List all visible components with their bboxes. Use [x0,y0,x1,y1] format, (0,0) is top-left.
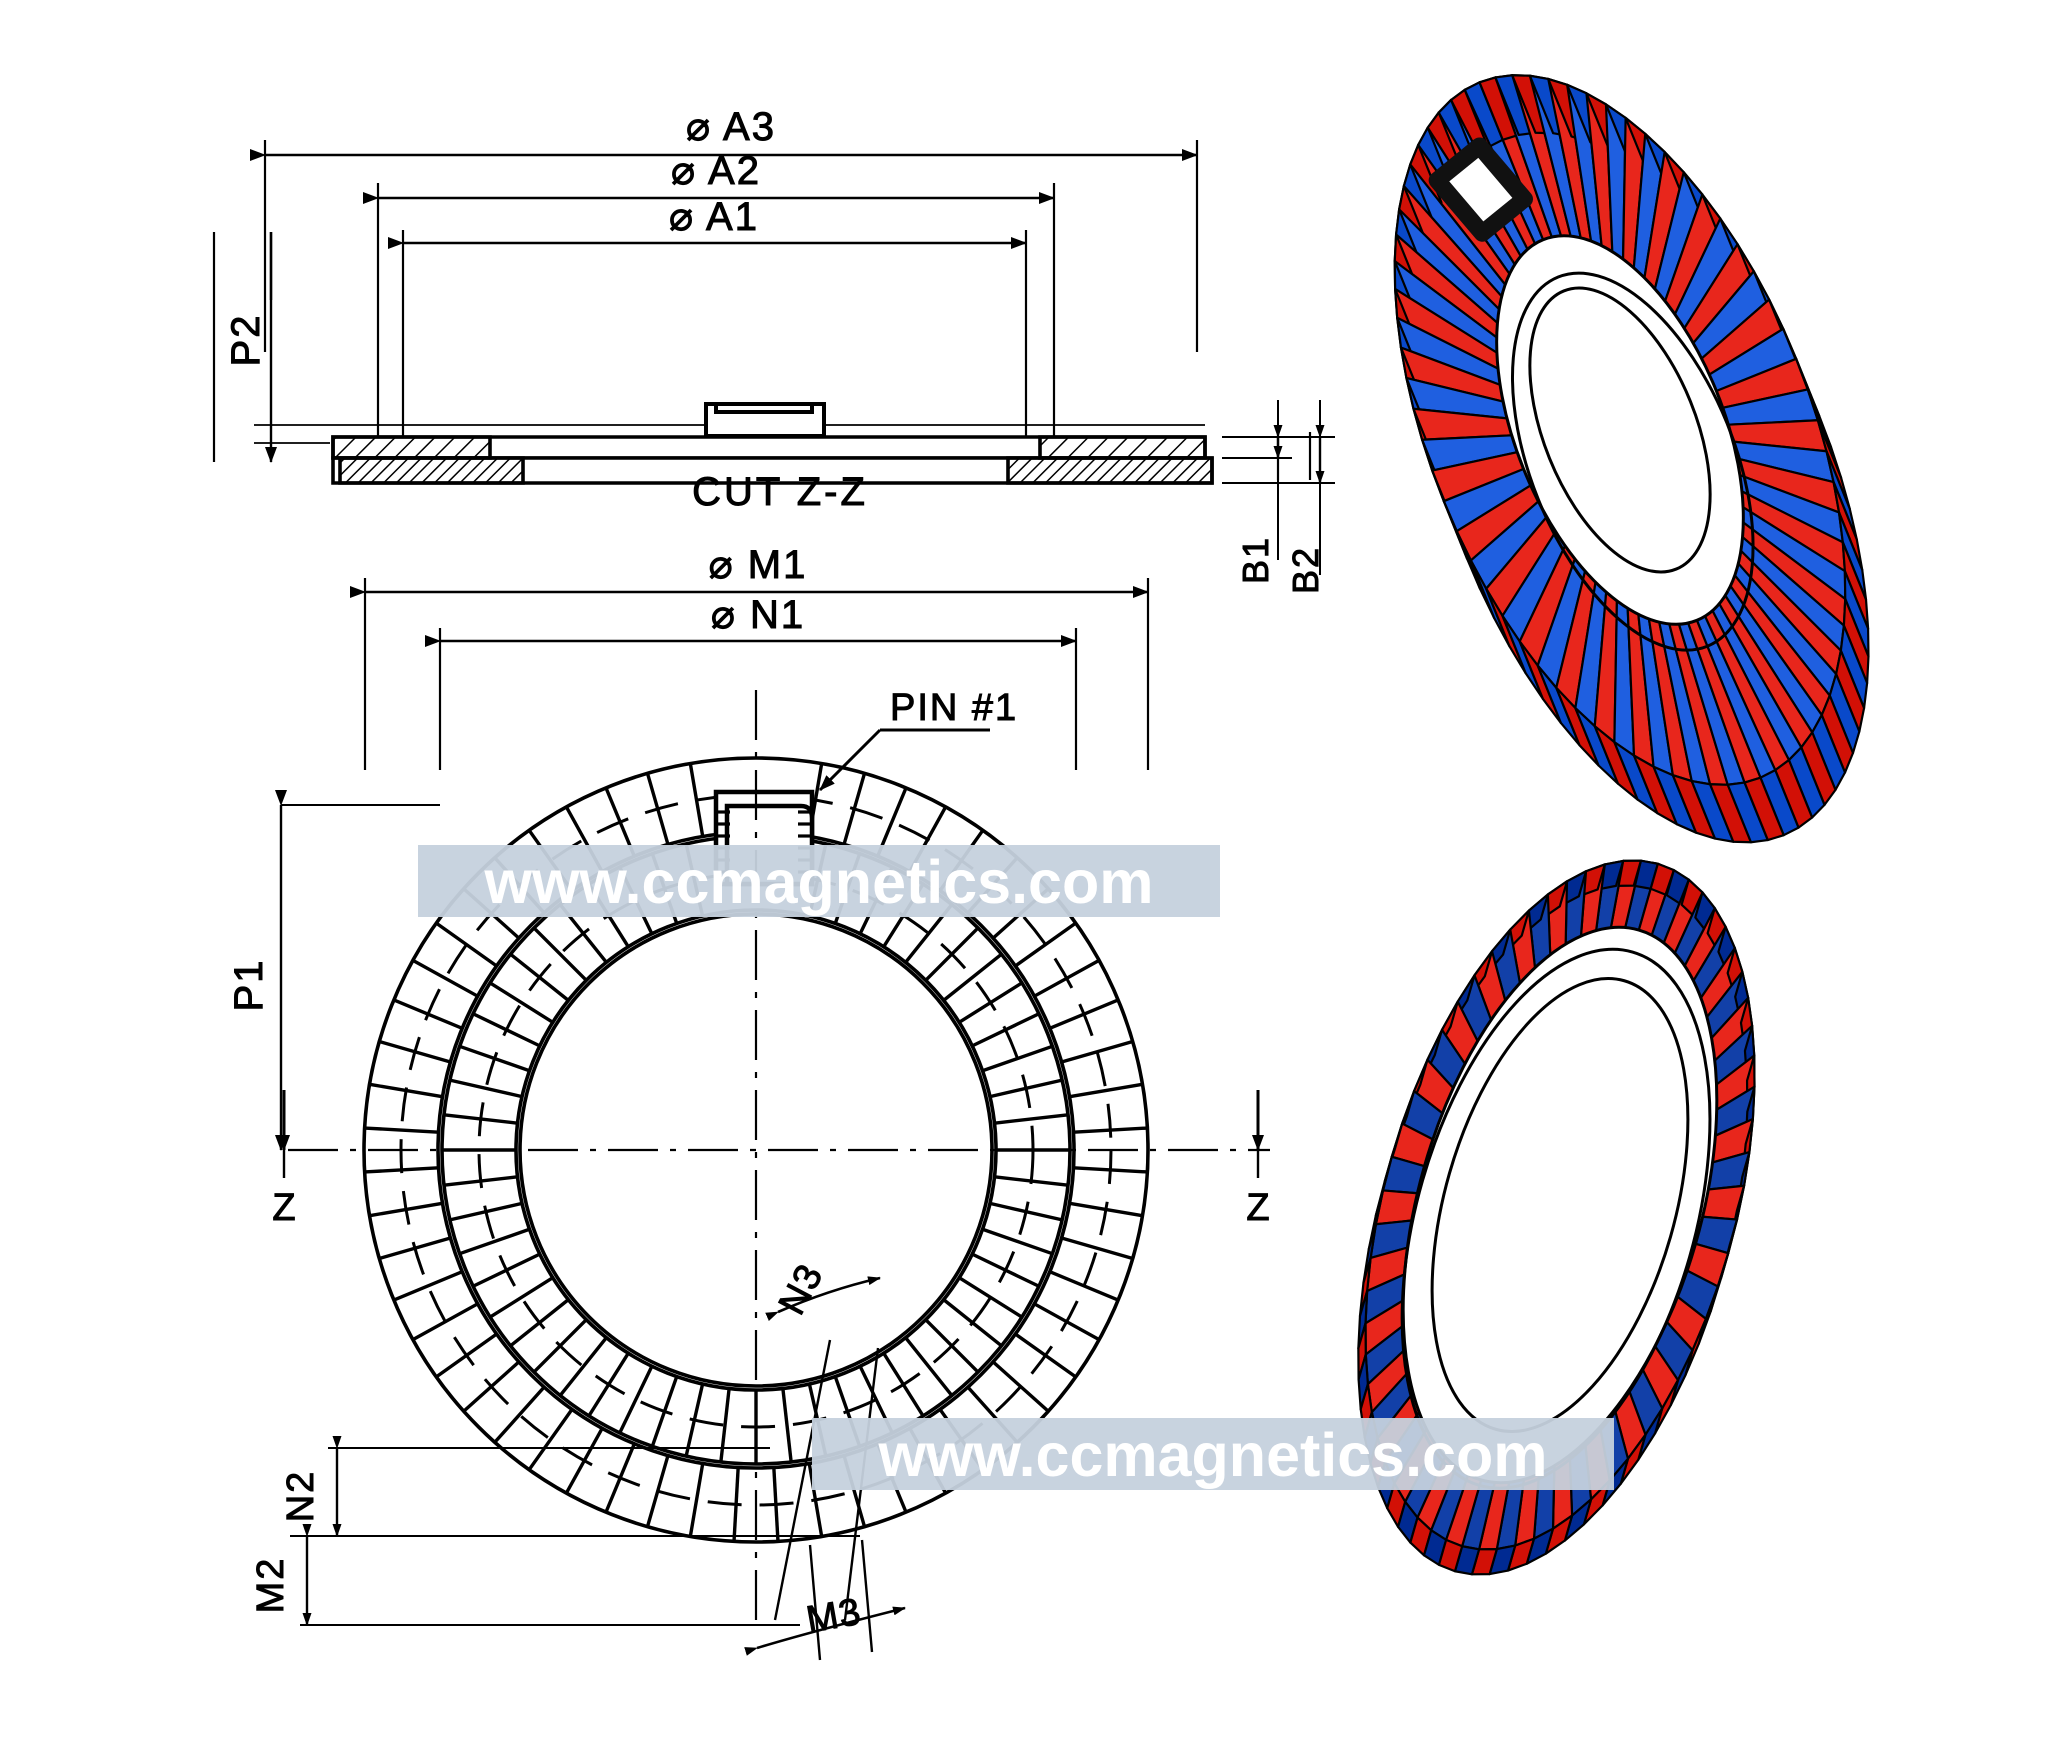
watermark-band [418,845,1220,917]
section-mark-right: Z [1246,1090,1270,1230]
dim-N2: N2 [280,1436,342,1537]
watermark-band [812,1418,1614,1490]
dim-B2: B2 [1285,400,1327,595]
pin1-marker: PIN #1 [713,687,1018,887]
dim-M3: M3 [744,1539,906,1661]
dim-M1-label: ⌀ M1 [709,543,808,587]
dim-N2-label: N2 [280,1470,322,1523]
dim-P2-label: P2 [224,314,268,367]
dim-B2-label: B2 [1285,546,1326,594]
render-top [1393,74,1870,844]
watermark-text: www.ccmagnetics.com [878,1421,1548,1489]
pin1-label: PIN #1 [890,687,1018,729]
dim-P1-label: P1 [227,959,271,1012]
dim-P2: P2 [224,232,277,463]
watermark-1: www.ccmagnetics.com [418,845,1220,917]
dim-N1: ⌀ N1 [425,593,1077,647]
section-view: ⌀ A3 ⌀ A2 ⌀ A1 P2 [212,105,1335,595]
section-caption: CUT Z-Z [692,470,868,514]
section-plate [331,435,1214,485]
watermark-2: www.ccmagnetics.com [812,1418,1614,1490]
dim-M1: ⌀ M1 [350,543,1149,598]
section-boss [704,402,826,438]
dim-B1-label: B1 [1235,536,1276,584]
watermark-text: www.ccmagnetics.com [484,848,1154,916]
dim-M3-label: M3 [803,1591,864,1642]
dim-A3-label: ⌀ A3 [686,105,776,149]
dim-A1-label: ⌀ A1 [669,195,759,239]
dim-A3: ⌀ A3 [250,105,1198,161]
section-mark-left-label: Z [272,1187,295,1229]
dim-P1: P1 [227,790,440,1151]
dim-M2-label: M2 [250,1557,292,1614]
render-bottom [1357,859,1756,1576]
dim-A1: ⌀ A1 [388,195,1027,249]
dim-N1-label: ⌀ N1 [711,593,805,637]
dim-A2: ⌀ A2 [363,149,1055,204]
dim-A2-label: ⌀ A2 [671,149,761,193]
section-mark-right-label: Z [1246,1187,1269,1229]
dim-B1: B1 [1235,400,1283,585]
dim-M2: M2 [250,1524,312,1626]
center-lines [288,690,1270,1620]
